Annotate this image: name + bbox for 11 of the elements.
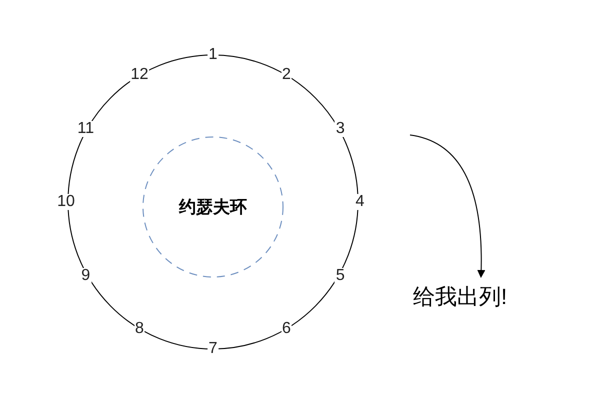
callout-text: 给我出列! [413, 283, 508, 311]
position-number: 5 [334, 268, 346, 284]
position-number: 3 [334, 120, 346, 136]
position-number: 12 [130, 66, 150, 83]
dashed-circle [143, 137, 283, 277]
ring-title: 约瑟夫环 [179, 196, 247, 218]
position-number: 10 [56, 194, 76, 210]
position-number: 4 [354, 194, 366, 210]
position-number: 11 [76, 120, 95, 136]
position-number: 9 [80, 268, 92, 284]
curved-arrow [410, 134, 486, 278]
